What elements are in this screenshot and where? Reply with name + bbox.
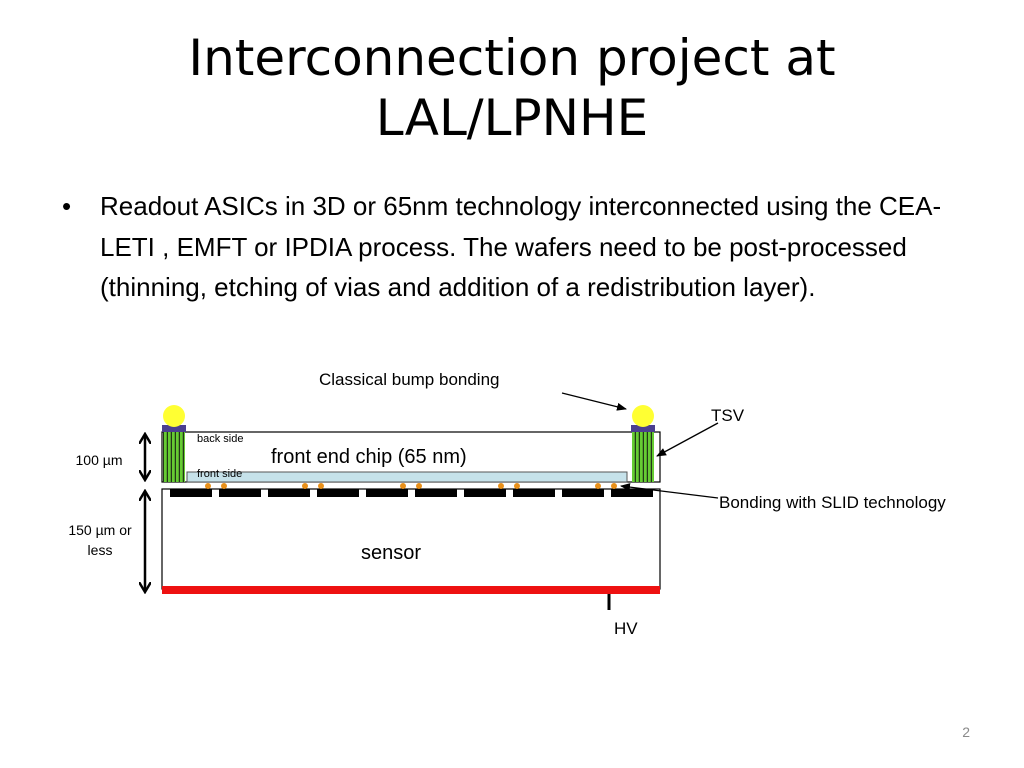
bullet-marker: • [62, 191, 72, 221]
slid-callout-arrow [620, 483, 719, 499]
slid-micro-bump [302, 483, 308, 489]
hv-electrode [162, 586, 660, 594]
sensor-pad [170, 489, 212, 497]
front-end-chip-label: front end chip (65 nm) [271, 446, 467, 468]
slid-micro-bump [514, 483, 520, 489]
back-side-label: back side [197, 433, 243, 445]
sensor-pad [366, 489, 408, 497]
sensor-thickness-label-line-2: less [88, 542, 113, 558]
bump-right [632, 405, 654, 427]
slid-micro-bump [611, 483, 617, 489]
front-side-label: front side [197, 468, 242, 480]
slide-title: Interconnection project at LAL/LPNHE [0, 28, 1024, 148]
hv-label: HV [614, 619, 638, 638]
sensor-pad [219, 489, 261, 497]
slide-title-line-2: LAL/LPNHE [375, 89, 649, 147]
bump-bonding-callout-arrow [561, 392, 627, 411]
sensor-pad [611, 489, 653, 497]
slid-micro-bump [221, 483, 227, 489]
tsv-left [163, 432, 185, 482]
sensor-label: sensor [361, 542, 421, 564]
slid-micro-bump [205, 483, 211, 489]
bullet-text: Readout ASICs in 3D or 65nm technology i… [100, 191, 942, 302]
sensor-pad [268, 489, 310, 497]
sensor-pad [415, 489, 457, 497]
tsv-callout-arrow [656, 422, 719, 457]
bump-left [163, 405, 185, 427]
tsv-label: TSV [711, 406, 745, 425]
bullet-list: • Readout ASICs in 3D or 65nm technology… [62, 186, 967, 308]
sensor-pad [464, 489, 506, 497]
tsv-right [632, 432, 654, 482]
sensor-pad [317, 489, 359, 497]
bump-base-right [631, 425, 655, 432]
bump-base-left [162, 425, 186, 432]
redistribution-layer [186, 471, 628, 483]
sensor-body [161, 488, 661, 590]
slid-bonding-label: Bonding with SLID technology [719, 493, 946, 512]
sensor-thickness-label-line-1: 150 µm or [68, 522, 132, 538]
sensor-pad [562, 489, 604, 497]
slid-micro-bump [595, 483, 601, 489]
bullet-item: • Readout ASICs in 3D or 65nm technology… [62, 186, 967, 308]
slid-micro-bump [416, 483, 422, 489]
chip-thickness-label: 100 µm [76, 452, 123, 468]
slide-title-line-1: Interconnection project at [188, 29, 836, 87]
slid-micro-bump [498, 483, 504, 489]
sensor-pad [513, 489, 555, 497]
page-number: 2 [962, 724, 970, 740]
slid-micro-bump [318, 483, 324, 489]
classical-bump-label: Classical bump bonding [319, 370, 500, 389]
slid-micro-bump [400, 483, 406, 489]
